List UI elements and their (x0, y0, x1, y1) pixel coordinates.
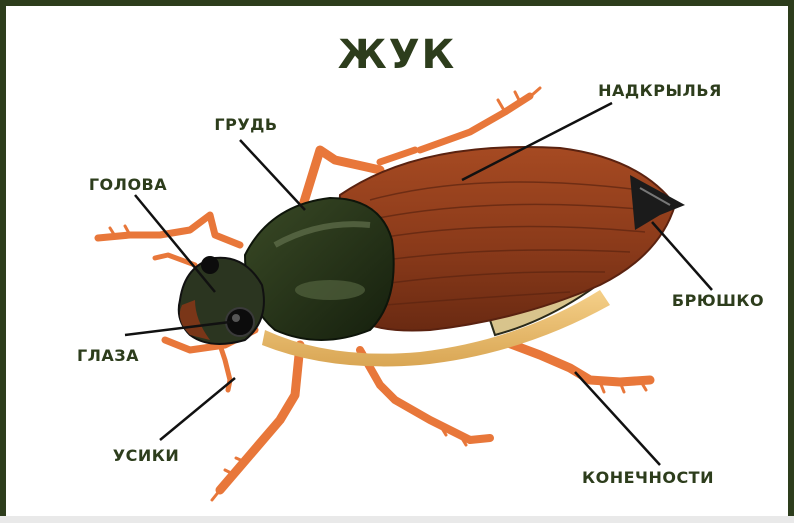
thorax (245, 198, 394, 340)
label-limbs: КОНЕЧНОСТИ (582, 468, 714, 487)
eye (201, 256, 219, 274)
label-abdomen: БРЮШКО (672, 291, 764, 310)
eye (226, 308, 254, 336)
label-antennae: УСИКИ (113, 446, 179, 465)
diagram-title: ЖУК (338, 32, 457, 78)
label-elytra: НАДКРЫЛЬЯ (598, 81, 722, 100)
label-thorax: ГРУДЬ (214, 115, 277, 134)
label-head: ГОЛОВА (89, 175, 167, 194)
label-eyes: ГЛАЗА (77, 346, 139, 365)
